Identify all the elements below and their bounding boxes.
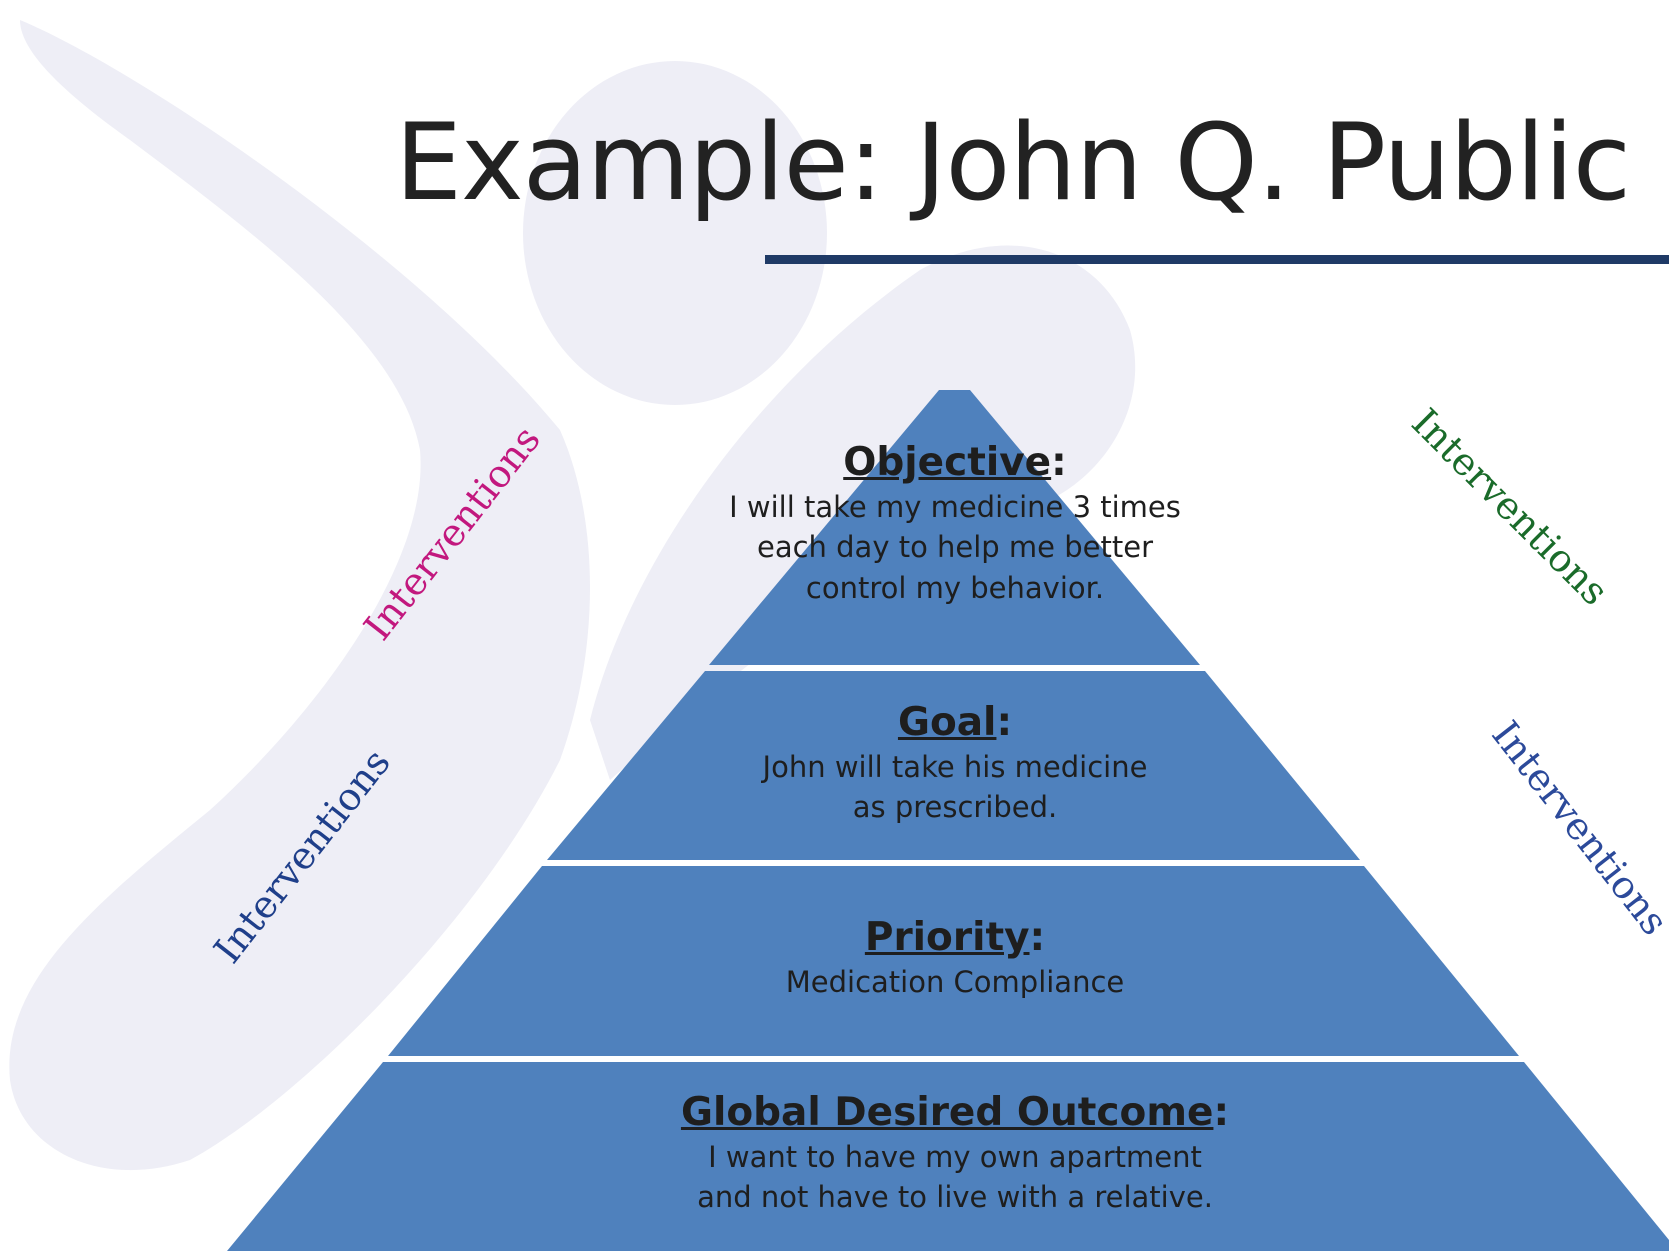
objective-text: Objective: I will take my medicine 3 tim…	[655, 440, 1255, 609]
global-outcome-body-line: I want to have my own apartment	[708, 1139, 1202, 1174]
objective-body-line: I will take my medicine 3 times	[729, 489, 1181, 524]
figure-head-shape	[523, 61, 827, 405]
objective-heading: Objective	[843, 440, 1052, 485]
pyramid-tier-priority	[388, 866, 1519, 1056]
goal-body-line: John will take his medicine	[762, 749, 1148, 784]
global-outcome-text: Global Desired Outcome: I want to have m…	[605, 1090, 1305, 1218]
global-outcome-body-line: and not have to live with a relative.	[697, 1180, 1213, 1215]
pyramid-tier-global-outcome	[227, 1062, 1669, 1251]
objective-body-line: each day to help me better	[756, 530, 1154, 565]
title-rule	[765, 255, 1669, 264]
pyramid-tier-objective	[709, 390, 1200, 665]
figure-arm-left-shape	[9, 20, 591, 1171]
objective-body-line: control my behavior.	[805, 570, 1105, 605]
slide-title: Example: John Q. Public	[395, 101, 1631, 224]
priority-text: Priority: Medication Compliance	[655, 915, 1255, 1002]
priority-body-line: Medication Compliance	[785, 964, 1125, 999]
global-outcome-heading: Global Desired Outcome	[680, 1090, 1214, 1135]
goal-heading: Goal	[897, 700, 997, 745]
goal-body-line: as prescribed.	[852, 790, 1058, 825]
goal-text: Goal: John will take his medicine as pre…	[655, 700, 1255, 828]
priority-heading: Priority	[864, 915, 1030, 960]
pyramid-tier-goal	[547, 671, 1360, 860]
